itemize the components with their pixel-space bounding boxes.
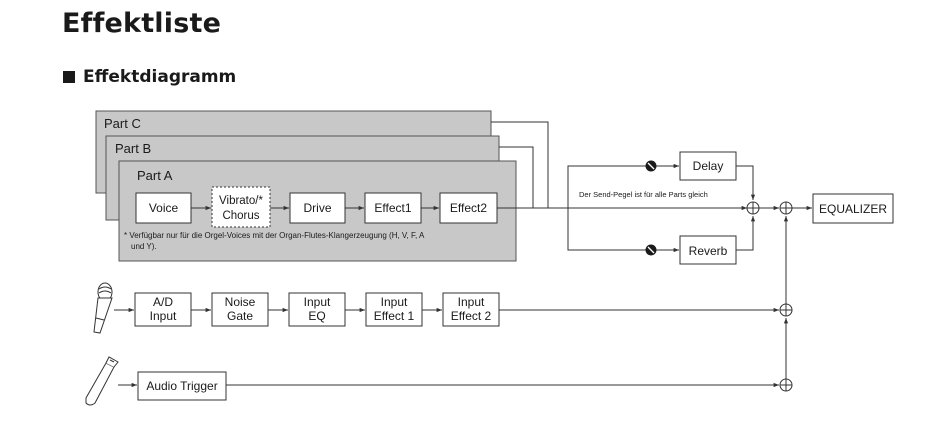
- ad-label-2: Input: [150, 309, 177, 323]
- ie1-label-2: Effect 1: [374, 309, 415, 323]
- noise-label-2: Gate: [227, 309, 253, 323]
- footnote-line2: und Y).: [131, 242, 157, 251]
- voice-label: Voice: [149, 201, 179, 215]
- page-title: Effektliste: [62, 8, 222, 39]
- audio-trigger-label: Audio Trigger: [146, 379, 217, 393]
- mixer-plus-icon: [746, 201, 760, 215]
- part-c-label: Part C: [104, 116, 141, 131]
- footnote-line1: * Verfügbar nur für die Orgel-Voices mit…: [124, 231, 425, 240]
- ie2-label-1: Input: [458, 295, 485, 309]
- ad-input-block: [134, 292, 192, 327]
- trigger-mixer-icon: [779, 378, 793, 392]
- section-heading: Effektdiagramm: [63, 67, 236, 87]
- ie2-label-2: Effect 2: [451, 309, 492, 323]
- ad-label-1: A/D: [153, 295, 173, 309]
- ie1-label-1: Input: [381, 295, 408, 309]
- drive-block: [289, 192, 346, 224]
- delay-block: [679, 151, 737, 181]
- part-b-label: Part B: [115, 141, 151, 156]
- audio-trigger-block: [137, 371, 227, 401]
- input-effect1-block: [365, 292, 423, 327]
- equalizer-block: [812, 193, 894, 224]
- reverb-label: Reverb: [689, 244, 728, 258]
- effect2-label: Effect2: [450, 201, 487, 215]
- vibrato-label: Vibrato/*: [219, 195, 263, 207]
- delay-label: Delay: [693, 159, 724, 173]
- ieq-label-1: Input: [304, 295, 331, 309]
- vibrato-chorus-block: [211, 186, 271, 228]
- send-level-note: Der Send-Pegel ist für alle Parts gleich: [579, 190, 708, 199]
- effect1-label: Effect1: [374, 201, 411, 215]
- noise-label-1: Noise: [225, 295, 256, 309]
- input-eq-block: [288, 292, 346, 327]
- reverb-block: [679, 235, 737, 265]
- part-a-label: Part A: [137, 168, 173, 183]
- chorus-label: Chorus: [222, 210, 259, 222]
- drive-label: Drive: [303, 201, 331, 215]
- effect2-block: [439, 192, 498, 224]
- input-mixer-icon: [779, 303, 793, 317]
- noise-gate-block: [211, 292, 269, 327]
- section-heading-text: Effektdiagramm: [83, 67, 237, 87]
- master-mixer-icon: [779, 201, 793, 215]
- input-effect2-block: [442, 292, 500, 327]
- square-bullet-icon: [63, 71, 75, 83]
- microphone-icon: [93, 282, 113, 334]
- equalizer-label: EQUALIZER: [819, 202, 887, 216]
- usb-stick-icon: [85, 356, 119, 406]
- effect1-block: [364, 192, 422, 224]
- ieq-label-2: EQ: [308, 309, 325, 323]
